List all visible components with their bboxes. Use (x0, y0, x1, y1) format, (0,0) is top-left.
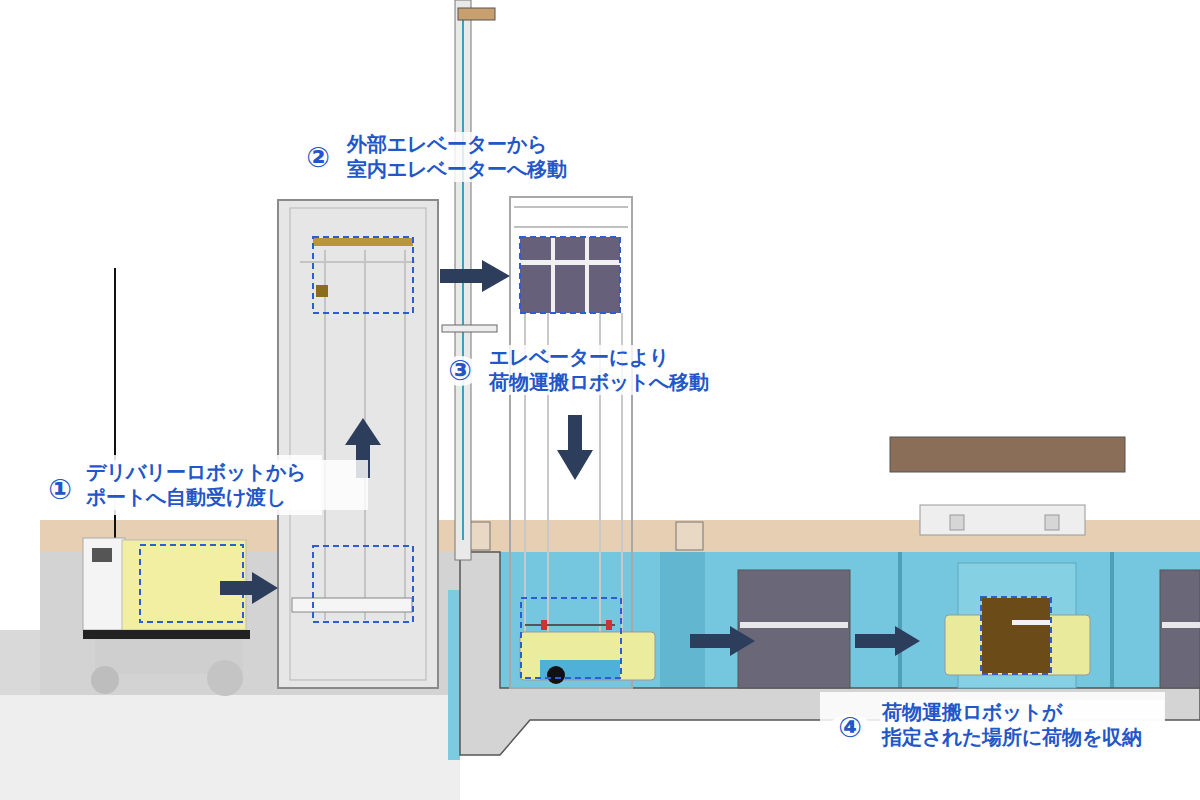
locker-bar (740, 622, 848, 628)
ground (0, 695, 460, 800)
port-frame (290, 208, 426, 680)
robot-tray (525, 624, 615, 626)
shaft-top (458, 8, 495, 20)
cargo-robot (520, 632, 655, 680)
callout-number: ④ (830, 713, 870, 743)
rail (404, 250, 406, 620)
basement-room (500, 552, 1200, 688)
cabinet-grid (520, 260, 620, 265)
parcel (982, 598, 1050, 673)
pad (1045, 515, 1059, 530)
elevator-cabinet (520, 237, 620, 313)
locker (1160, 570, 1200, 688)
callout-number: ③ (440, 356, 480, 386)
callout-number: ② (298, 143, 338, 173)
shelf (313, 238, 413, 246)
rail (324, 250, 326, 620)
flow-arrow (220, 572, 278, 604)
robot-base (83, 630, 250, 639)
counter-top (890, 437, 1125, 472)
flow-arrow (690, 626, 755, 656)
port-tower (278, 200, 438, 688)
step-description: エレベーターにより 荷物運搬ロボットへ移動 (487, 345, 771, 395)
step-description: 外部エレベーターから 室内エレベーターへ移動 (345, 132, 629, 182)
frame-bar (514, 226, 628, 228)
tray-clip (541, 620, 547, 630)
robot-wheel (207, 660, 243, 696)
robot-wheel (91, 666, 119, 694)
delivery-robot-body (83, 538, 125, 630)
rail (300, 261, 415, 263)
column-cap (676, 522, 703, 550)
flow-arrow (557, 415, 593, 480)
counter-tray (920, 505, 1085, 535)
flow-arrow (855, 626, 920, 656)
robot-arm (1012, 620, 1052, 625)
robot-wheel (547, 666, 565, 684)
pad (950, 515, 964, 530)
robot-screen (92, 548, 112, 562)
basement-column (660, 552, 705, 688)
partition (1110, 552, 1114, 688)
concrete-slab (460, 552, 1200, 755)
port-tray (292, 598, 412, 612)
waterproof-layer (448, 590, 460, 760)
frame-bar (514, 206, 628, 208)
cabinet-grid (551, 237, 555, 313)
callout-number: ① (40, 475, 80, 505)
step-description: デリバリーロボットから ポートへ自動受け渡し (84, 460, 368, 510)
parcel-small (316, 285, 328, 297)
step-description: 荷物運搬ロボットが 指定された場所に荷物を収納 (880, 700, 1164, 750)
dashed-box (520, 237, 620, 313)
dashed-box (313, 546, 413, 622)
dashed-box (521, 598, 621, 678)
indoor-elevator (510, 197, 632, 688)
dashed-box (981, 597, 1051, 674)
shaft-bracket (442, 325, 497, 332)
sidewalk (0, 630, 40, 695)
dashed-box (313, 237, 413, 313)
locker-bar (1162, 622, 1200, 628)
flow-arrow (440, 260, 510, 292)
partition (898, 552, 902, 688)
tray-clip (606, 620, 612, 630)
cabinet-grid (585, 237, 589, 313)
locker (738, 570, 850, 688)
